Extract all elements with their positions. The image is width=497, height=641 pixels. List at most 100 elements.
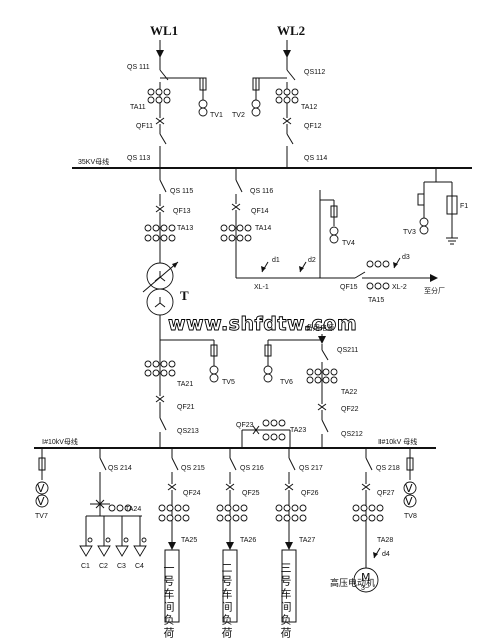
ct-ta22 bbox=[306, 368, 338, 384]
qf24-label: QF24 bbox=[183, 490, 201, 497]
ta12-label: TA12 bbox=[301, 104, 317, 111]
ta28-label: TA28 bbox=[377, 537, 393, 544]
tv4-label: TV4 bbox=[342, 240, 355, 247]
ta25-label: TA25 bbox=[181, 537, 197, 544]
load3-label: 三号车间负荷 bbox=[279, 562, 292, 640]
xl1-label: XL-1 bbox=[254, 284, 269, 291]
d4-label: d4 bbox=[382, 551, 390, 558]
qs113-label: QS 113 bbox=[127, 155, 150, 162]
ct-ta13 bbox=[144, 224, 176, 242]
tv7-v2-icon: V bbox=[37, 495, 45, 508]
wl1-label: WL1 bbox=[150, 23, 178, 38]
tv7-v1-icon: V bbox=[37, 482, 45, 495]
tv8-v2-icon: V bbox=[405, 495, 413, 508]
qf21-label: QF21 bbox=[177, 404, 195, 411]
ta15-label: TA15 bbox=[368, 297, 384, 304]
ct-ta12 bbox=[275, 88, 299, 104]
ta23-label: TA23 bbox=[290, 427, 306, 434]
bus10-right-label: Ⅱ#10kV 母线 bbox=[378, 437, 417, 446]
incoming-left bbox=[147, 60, 208, 168]
load-feeder-2 bbox=[216, 448, 248, 623]
qs114-label: QS 114 bbox=[304, 155, 327, 162]
tv2-label: TV2 bbox=[232, 112, 245, 119]
bus10-left-label: Ⅰ#10kV母线 bbox=[42, 437, 78, 446]
ct-ta21 bbox=[144, 360, 176, 377]
qf15-label: QF15 bbox=[340, 284, 358, 291]
qf14-label: QF14 bbox=[251, 208, 269, 215]
tv8-v1-icon: V bbox=[405, 482, 413, 495]
wl1-arrow bbox=[156, 40, 164, 60]
tv8-label: TV8 bbox=[404, 513, 417, 520]
qs216-label: QS 216 bbox=[240, 465, 264, 472]
qf12-label: QF12 bbox=[304, 123, 322, 130]
wl2-arrow bbox=[283, 40, 291, 60]
line-branch bbox=[220, 168, 438, 290]
cap-c4-label: C4 bbox=[135, 563, 144, 570]
ta22-label: TA22 bbox=[341, 389, 357, 396]
tv7-label: TV7 bbox=[35, 513, 48, 520]
motor-label: 高压电动机 bbox=[330, 577, 375, 588]
tv5-label: TV5 bbox=[222, 379, 235, 386]
qf13-label: QF13 bbox=[173, 208, 191, 215]
qs112-label: QS112 bbox=[304, 69, 325, 76]
qs218-label: QS 218 bbox=[376, 465, 400, 472]
qs214-label: QS 214 bbox=[108, 465, 132, 472]
lower-right-branch bbox=[263, 334, 338, 448]
ct-ta14 bbox=[220, 224, 252, 242]
cap-c3-label: C3 bbox=[117, 563, 126, 570]
ta24-label: TA24 bbox=[125, 506, 141, 513]
lower-left-branch bbox=[144, 339, 219, 448]
qs211-label: QS211 bbox=[337, 347, 358, 354]
qs217-label: QS 217 bbox=[299, 465, 323, 472]
bus-tie bbox=[241, 419, 291, 448]
load1-label: 一号车间负荷 bbox=[162, 562, 175, 640]
tv6-label: TV6 bbox=[280, 379, 293, 386]
ct-ta11 bbox=[147, 88, 171, 104]
qf25-label: QF25 bbox=[242, 490, 260, 497]
cap-c1-label: C1 bbox=[81, 563, 90, 570]
tv7 bbox=[35, 448, 49, 508]
to-factory-label: 至分厂 bbox=[424, 286, 445, 295]
qf22-label: QF22 bbox=[341, 406, 359, 413]
f1-label: F1 bbox=[460, 203, 468, 210]
ta14-label: TA14 bbox=[255, 225, 271, 232]
transformer-branch bbox=[142, 168, 179, 345]
qf23-label: QF23 bbox=[236, 422, 254, 429]
ta27-label: TA27 bbox=[299, 537, 315, 544]
motor-sub-label: 3~ bbox=[361, 585, 369, 592]
d1-label: d1 bbox=[272, 257, 280, 264]
qs212-label: QS212 bbox=[341, 431, 363, 438]
tv3-arrester bbox=[417, 168, 458, 245]
ct-ta15 bbox=[366, 260, 390, 290]
qs215-label: QS 215 bbox=[181, 465, 205, 472]
tv3-label: TV3 bbox=[403, 229, 416, 236]
xl2-label: XL-2 bbox=[392, 284, 407, 291]
motor-glyph: M bbox=[361, 571, 371, 584]
capacitor-feeder bbox=[79, 448, 147, 557]
qf27-label: QF27 bbox=[377, 490, 395, 497]
qs213-label: QS213 bbox=[177, 428, 199, 435]
tv1-label: TV1 bbox=[210, 112, 223, 119]
ta21-label: TA21 bbox=[177, 381, 193, 388]
qf11-label: QF11 bbox=[136, 123, 153, 130]
bus35-label: 35KV母线 bbox=[78, 157, 109, 166]
wl2-label: WL2 bbox=[277, 23, 305, 38]
qf26-label: QF26 bbox=[301, 490, 319, 497]
cap-c2-label: C2 bbox=[99, 563, 108, 570]
watermark: www.shfdtw.com bbox=[168, 313, 357, 335]
motor-icon bbox=[353, 567, 379, 593]
d2-label: d2 bbox=[308, 257, 316, 264]
ta26-label: TA26 bbox=[240, 537, 256, 544]
qs115-label: QS 115 bbox=[170, 188, 193, 195]
ta13-label: TA13 bbox=[177, 225, 193, 232]
load-feeder-3 bbox=[275, 448, 307, 623]
ta11-label: TA11 bbox=[130, 104, 146, 111]
incoming-right bbox=[251, 60, 299, 168]
tv8 bbox=[403, 448, 417, 508]
qs111-label: QS 111 bbox=[127, 64, 150, 71]
transformer-label: T bbox=[180, 288, 189, 303]
qs116-label: QS 116 bbox=[250, 188, 273, 195]
load-feeder-1 bbox=[158, 448, 190, 623]
d3-label: d3 bbox=[402, 254, 410, 261]
